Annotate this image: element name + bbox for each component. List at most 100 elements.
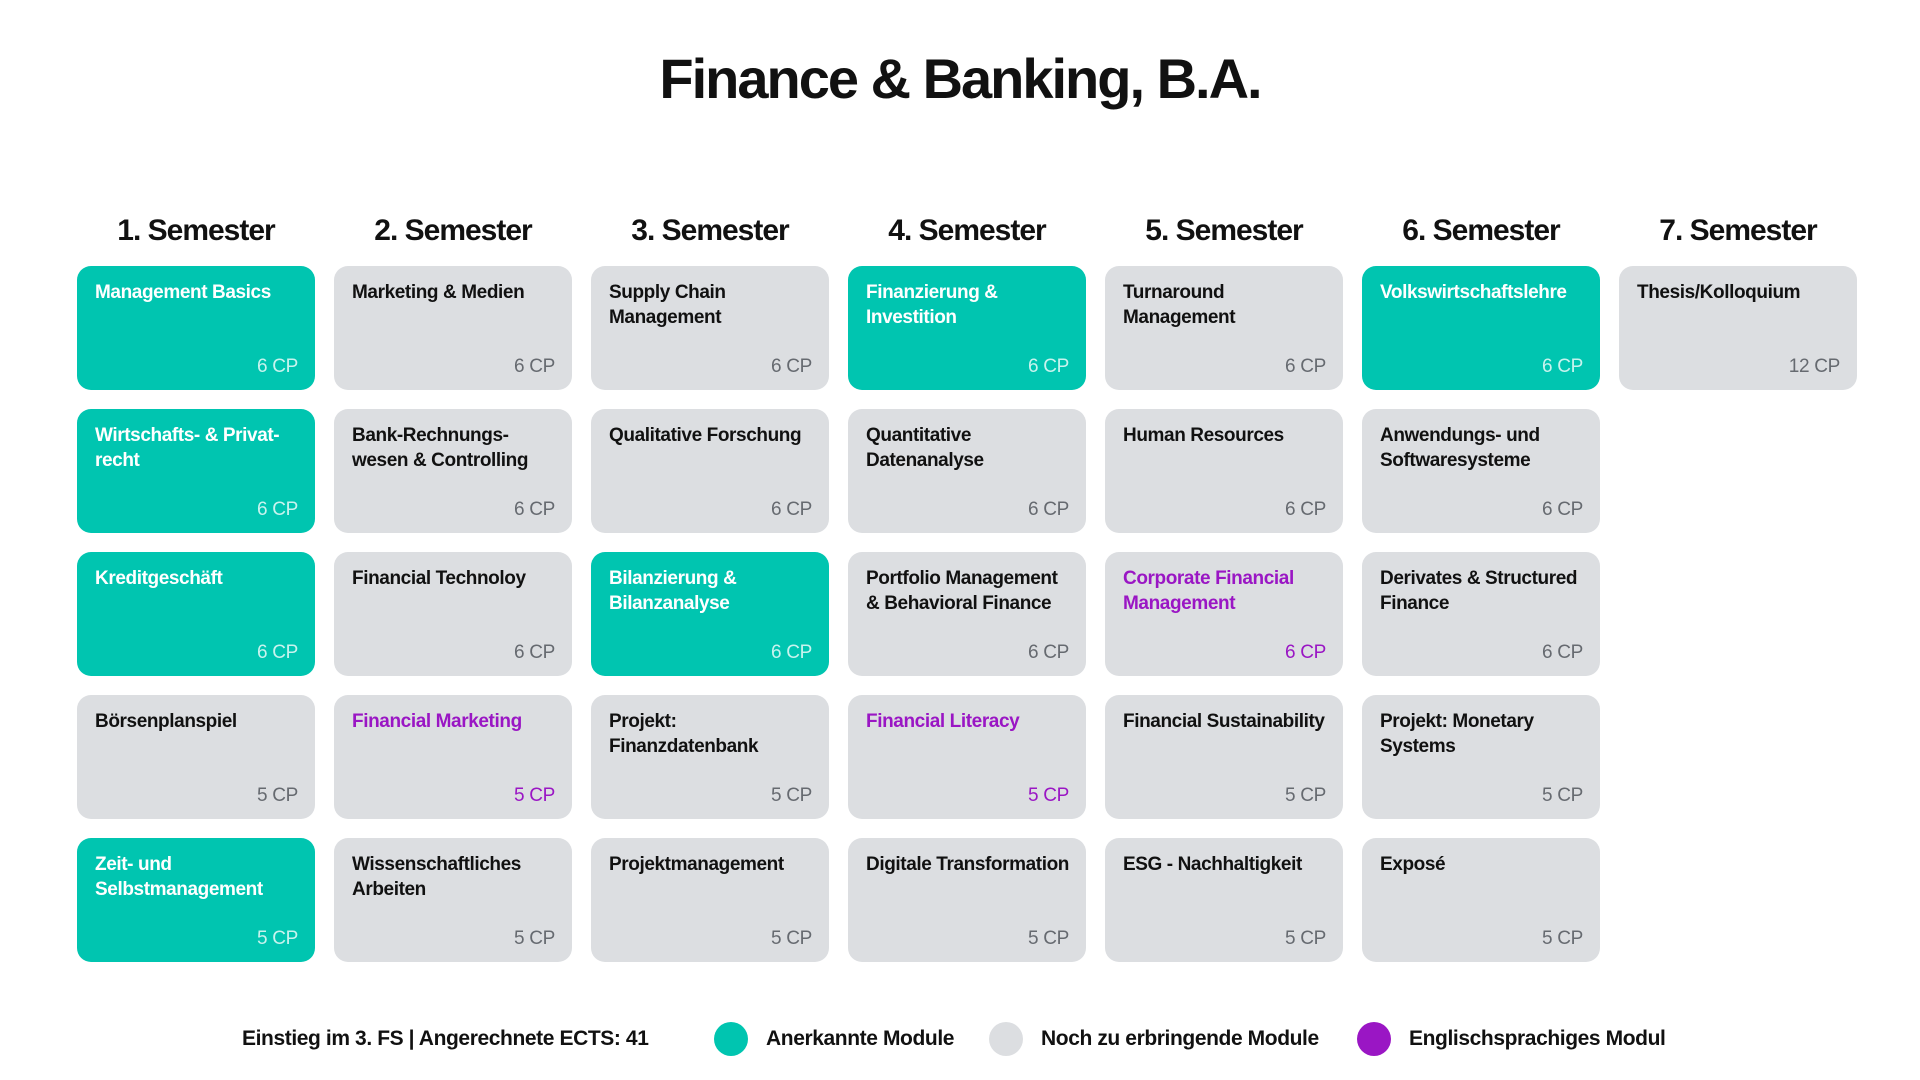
module-card[interactable]: Bank-Rechnungs-wesen & Controlling 6 CP — [334, 409, 572, 533]
module-credits: 5 CP — [1541, 928, 1583, 949]
module-list: Marketing & Medien 6 CP Bank-Rechnungs-we… — [334, 266, 572, 962]
page-title: Finance & Banking, B.A. — [659, 47, 1262, 110]
semester-heading: 3. Semester — [631, 214, 789, 247]
module-card[interactable]: Exposé 5 CP — [1362, 838, 1600, 962]
module-name: Zeit- und Selbstmanagement — [95, 854, 263, 900]
module-credits: 6 CP — [1284, 499, 1326, 520]
legend-label: Noch zu erbringende Module — [1041, 1027, 1319, 1050]
semester-heading: 4. Semester — [888, 214, 1046, 247]
module-credits: 12 CP — [1788, 356, 1841, 377]
module-credits: 6 CP — [1027, 356, 1069, 377]
module-name: Derivates & Structured Finance — [1380, 568, 1578, 614]
legend-label: Englischsprachiges Modul — [1409, 1027, 1666, 1050]
module-name: Portfolio Management & Behavioral Financ… — [866, 568, 1058, 614]
legend-item-recognized: Anerkannte Module — [714, 1022, 954, 1056]
module-credits: 6 CP — [256, 642, 298, 663]
module-credits: 6 CP — [770, 356, 812, 377]
module-card[interactable]: Volkswirtschaftslehre 6 CP — [1362, 266, 1600, 390]
module-credits: 5 CP — [256, 928, 298, 949]
module-card[interactable]: Wirtschafts- & Privat-recht 6 CP — [77, 409, 315, 533]
module-name: Qualitative Forschung — [609, 425, 802, 446]
semester-column: 2. Semester Marketing & Medien 6 CP Bank-… — [334, 196, 572, 962]
module-name: Wissenschaftliches Arbeiten — [352, 854, 521, 900]
module-list: Finanzierung & Investition 6 CP Quantitat… — [848, 266, 1086, 962]
module-credits: 6 CP — [1541, 356, 1583, 377]
module-name: Wirtschafts- & Privat-recht — [95, 425, 280, 471]
legend-label: Anerkannte Module — [766, 1027, 955, 1050]
module-list: Thesis/Kolloquium 12 CP — [1619, 266, 1857, 390]
module-name: Financial Marketing — [352, 711, 522, 732]
module-name: Finanzierung & Investition — [866, 282, 998, 328]
module-name: Exposé — [1380, 854, 1446, 875]
module-credits: 5 CP — [1284, 928, 1326, 949]
module-card[interactable]: Portfolio Management & Behavioral Financ… — [848, 552, 1086, 676]
semester-column: 7. Semester Thesis/Kolloquium 12 CP — [1619, 196, 1857, 962]
module-credits: 6 CP — [770, 499, 812, 520]
semester-column: 4. Semester Finanzierung & Investition 6 … — [848, 196, 1086, 962]
module-name: Human Resources — [1123, 425, 1284, 446]
module-name: Digitale Transformation — [866, 854, 1070, 875]
module-name: Marketing & Medien — [352, 282, 525, 303]
module-name: Kreditgeschäft — [95, 568, 223, 589]
module-credits: 6 CP — [1541, 499, 1583, 520]
module-card[interactable]: Thesis/Kolloquium 12 CP — [1619, 266, 1857, 390]
legend-dot-recognized — [714, 1022, 748, 1056]
module-card[interactable]: Financial Marketing 5 CP — [334, 695, 572, 819]
module-credits: 6 CP — [513, 499, 555, 520]
module-card[interactable]: Digitale Transformation 5 CP — [848, 838, 1086, 962]
module-card[interactable]: Human Resources 6 CP — [1105, 409, 1343, 533]
module-name: Volkswirtschaftslehre — [1380, 282, 1567, 303]
module-name: Thesis/Kolloquium — [1637, 282, 1801, 303]
module-credits: 5 CP — [770, 928, 812, 949]
module-credits: 5 CP — [1027, 928, 1069, 949]
semester-column: 6. Semester Volkswirtschaftslehre 6 CP An… — [1362, 196, 1600, 962]
module-name: Financial Literacy — [866, 711, 1020, 732]
module-credits: 6 CP — [513, 356, 555, 377]
module-card[interactable]: Marketing & Medien 6 CP — [334, 266, 572, 390]
module-card[interactable]: Qualitative Forschung 6 CP — [591, 409, 829, 533]
semester-heading: 2. Semester — [374, 214, 532, 247]
module-name: Bank-Rechnungs-wesen & Controlling — [352, 425, 529, 471]
module-name: Corporate Financial Management — [1123, 568, 1294, 614]
module-card[interactable]: Kreditgeschäft 6 CP — [77, 552, 315, 676]
entry-info: Einstieg im 3. FS | Angerechnete ECTS: 4… — [242, 1027, 649, 1050]
module-credits: 5 CP — [513, 785, 555, 806]
legend-item-english: Englischsprachiges Modul — [1357, 1022, 1666, 1056]
semester-heading: 6. Semester — [1402, 214, 1560, 247]
semester-heading: 5. Semester — [1145, 214, 1303, 247]
module-card[interactable]: Zeit- und Selbstmanagement 5 CP — [77, 838, 315, 962]
semester-heading: 1. Semester — [117, 214, 275, 247]
module-credits: 5 CP — [1541, 785, 1583, 806]
module-name: Management Basics — [95, 282, 271, 303]
legend-item-pending: Noch zu erbringende Module — [989, 1022, 1319, 1056]
module-name: Projekt: Finanzdatenbank — [609, 711, 759, 757]
semester-heading: 7. Semester — [1659, 214, 1817, 247]
module-name: Quantitative Datenanalyse — [866, 425, 984, 471]
module-name: Financial Technoloy — [352, 568, 526, 589]
module-card[interactable]: Finanzierung & Investition 6 CP — [848, 266, 1086, 390]
module-credits: 6 CP — [256, 499, 298, 520]
legend-dot-pending — [989, 1022, 1023, 1056]
